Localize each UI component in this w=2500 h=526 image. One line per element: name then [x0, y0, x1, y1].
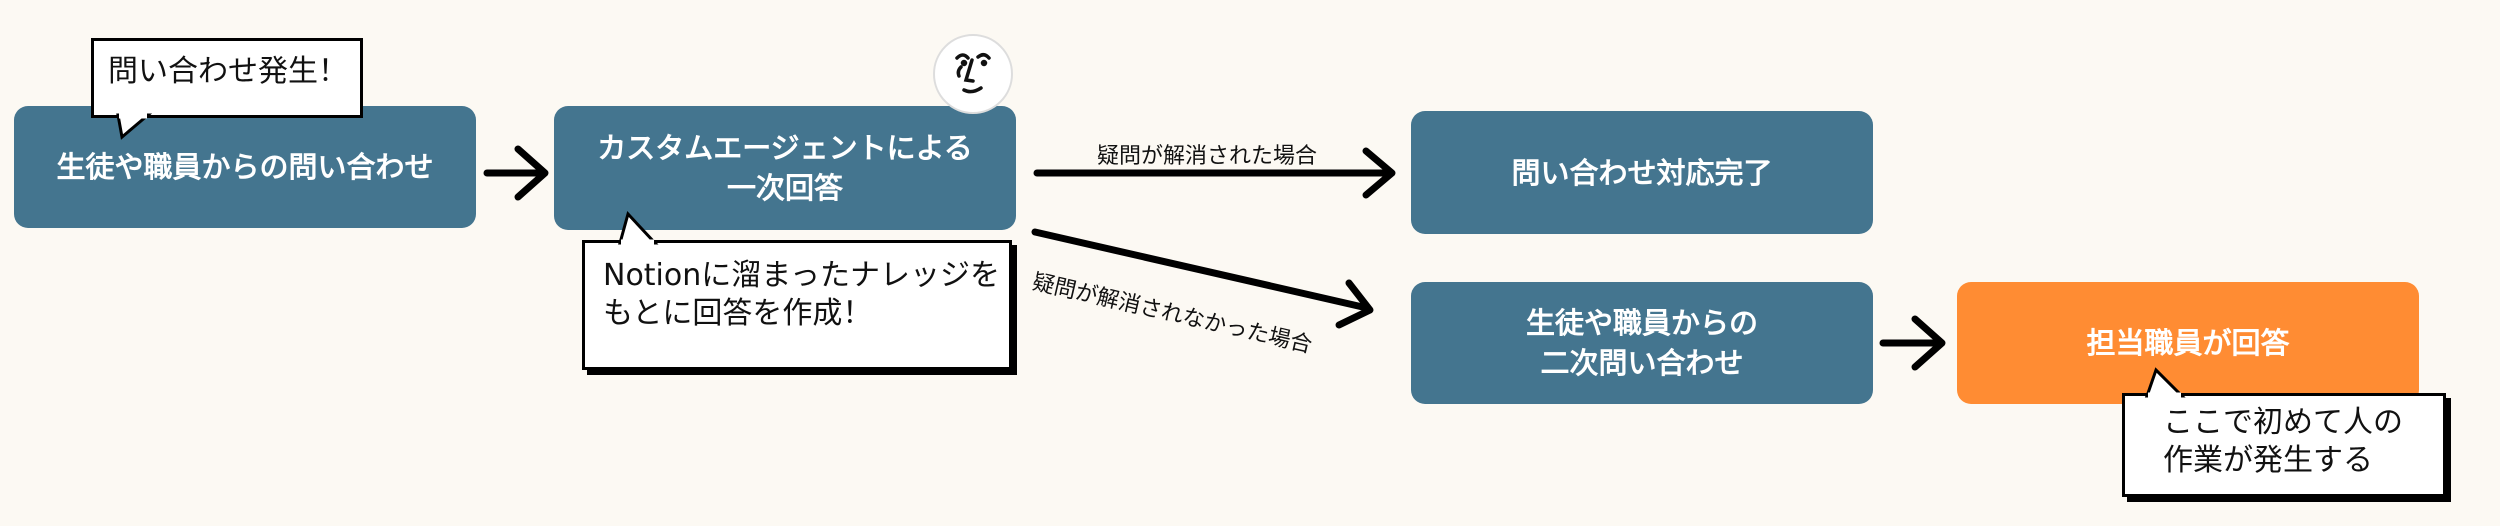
secondary-inquiry-label-line2: 二次問い合わせ — [1540, 346, 1744, 380]
inquiry-complete-label: 問い合わせ対応完了 — [1511, 155, 1773, 190]
custom-agent-label-line2: 一次回答 — [726, 171, 843, 205]
agent-avatar — [933, 34, 1013, 114]
first-human-work-text-line1: ここで初めて人の — [2163, 405, 2403, 440]
face-sketch-icon — [955, 53, 991, 94]
notion-knowledge-callout: Notionに溜まったナレッジを もとに回答を作成！ — [582, 240, 1012, 370]
secondary-inquiry-label-line1: 生徒や職員からの — [1525, 306, 1758, 340]
custom-agent-label-line1: カスタムエージェントによる — [597, 131, 973, 165]
inquiry-occurs-text: 問い合わせ発生！ — [108, 54, 348, 89]
custom-agent-node: カスタムエージェントによる 一次回答 — [554, 106, 1016, 230]
student-inquiry-label: 生徒や職員からの問い合わせ — [56, 150, 434, 184]
right-arrow-icon — [483, 145, 549, 201]
inquiry-occurs-callout: 問い合わせ発生！ — [91, 38, 363, 118]
not-resolved-edge — [1031, 228, 1374, 329]
notion-knowledge-text-line1: Notionに溜まったナレッジを — [603, 258, 1001, 293]
student-inquiry-node: 生徒や職員からの問い合わせ — [14, 106, 476, 228]
first-human-work-text-line2: 作業が発生する — [2163, 443, 2373, 478]
notion-knowledge-text-line2: もとに回答を作成！ — [603, 296, 873, 331]
right-arrow-icon — [1879, 315, 1946, 371]
staff-answer-node: 担当職員が回答 — [1957, 282, 2419, 404]
resolved-edge — [1033, 147, 1396, 199]
staff-answer-label: 担当職員が回答 — [2086, 326, 2290, 360]
inquiry-complete-node: 問い合わせ対応完了 — [1411, 111, 1873, 234]
secondary-inquiry-node: 生徒や職員からの 二次問い合わせ — [1411, 282, 1873, 404]
resolved-edge-label: 疑問が解消された場合 — [1097, 144, 1318, 169]
first-human-work-callout: ここで初めて人の 作業が発生する — [2122, 393, 2446, 497]
